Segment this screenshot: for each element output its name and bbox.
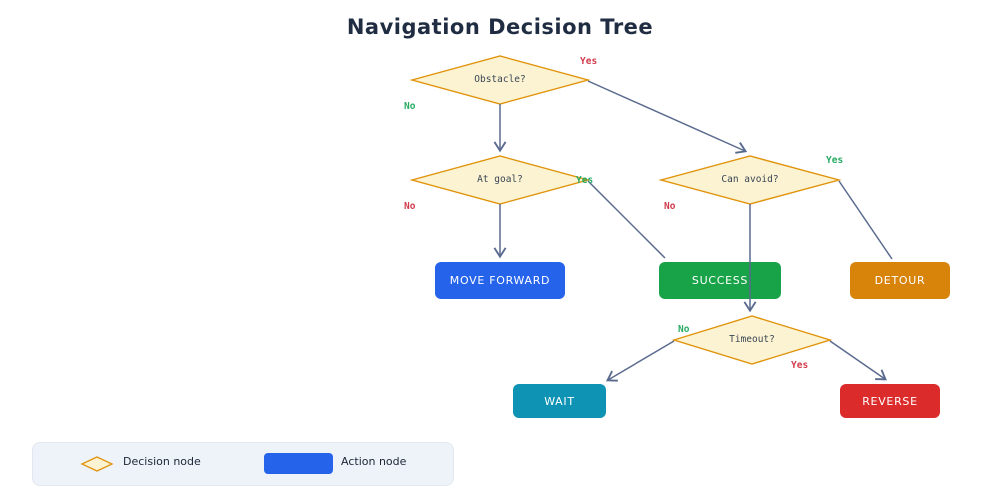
legend-action-label: Action node: [341, 455, 407, 468]
action-node-wait: WAIT: [513, 384, 606, 418]
edge-obstacle-yes: [587, 80, 748, 154]
edge-label-obstacle-no: No: [404, 101, 416, 112]
action-node-reverse-label: REVERSE: [862, 394, 918, 408]
decision-node-obstacle-label: Obstacle?: [474, 74, 526, 85]
edge-timeout-yes: [829, 340, 887, 381]
legend-action-swatch: [264, 453, 333, 474]
action-node-move-forward-label: MOVE FORWARD: [449, 274, 551, 287]
edge-canavoid-yes: [838, 180, 893, 260]
edge-label-obstacle-yes: Yes: [580, 56, 598, 67]
edge-label-timeout-no: No: [678, 324, 690, 335]
legend: Decision node Action node: [32, 442, 454, 486]
edge-atgoal-yes: [587, 180, 666, 259]
page-title: Navigation Decision Tree: [346, 15, 654, 39]
action-node-move-forward: MOVE FORWARD: [435, 262, 565, 299]
edge-timeout-no: [605, 340, 675, 382]
legend-decision-swatch-icon: [80, 456, 114, 472]
action-node-detour: DETOUR: [850, 262, 950, 299]
action-node-success-label: SUCCESS: [691, 274, 749, 287]
edge-label-atgoal-yes: Yes: [576, 175, 594, 186]
edge-label-atgoal-no: No: [404, 201, 416, 212]
action-node-wait-label: WAIT: [544, 394, 575, 408]
decision-node-can-avoid-label: Can avoid?: [721, 174, 779, 185]
edge-label-timeout-yes: Yes: [791, 360, 809, 371]
legend-decision-label: Decision node: [123, 455, 201, 468]
decision-node-timeout-label: Timeout?: [729, 334, 775, 345]
action-node-reverse: REVERSE: [840, 384, 940, 418]
decision-node-at-goal-label: At goal?: [477, 174, 523, 185]
edge-label-canavoid-yes: Yes: [826, 155, 844, 166]
action-node-detour-label: DETOUR: [874, 274, 926, 287]
edge-label-canavoid-no: No: [664, 201, 676, 212]
action-node-success: SUCCESS: [659, 262, 781, 299]
